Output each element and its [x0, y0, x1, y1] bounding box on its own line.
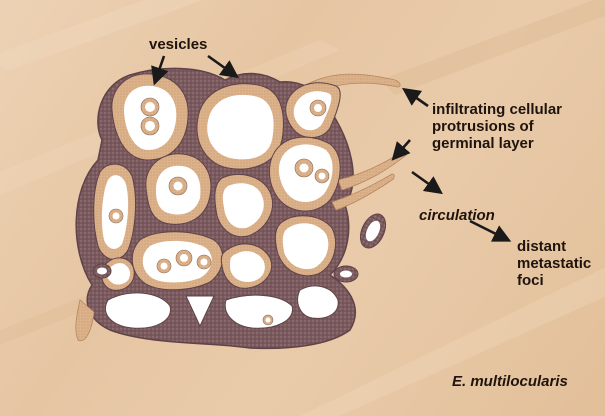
- vesicle-cluster: [76, 68, 407, 348]
- distant-label-line-1: distant: [517, 238, 591, 255]
- distant-label-line-2: metastatic: [517, 255, 591, 272]
- arrow-infiltrating-up: [405, 90, 428, 106]
- species-label: E. multilocularis: [452, 373, 568, 390]
- vesicles-label: vesicles: [149, 36, 207, 53]
- infiltrating-label-line-1: infiltrating cellular: [432, 101, 562, 118]
- arrow-to-vesicle-right: [208, 56, 236, 76]
- infiltrating-protrusions-label: infiltrating cellular protrusions of ger…: [432, 101, 562, 152]
- arrow-to-circulation: [412, 172, 440, 192]
- circulation-label: circulation: [419, 207, 495, 224]
- infiltrating-label-line-2: protrusions of: [432, 118, 562, 135]
- infiltrating-label-line-3: germinal layer: [432, 135, 562, 152]
- distant-label-line-3: foci: [517, 272, 591, 289]
- distant-foci-label: distant metastatic foci: [517, 238, 591, 289]
